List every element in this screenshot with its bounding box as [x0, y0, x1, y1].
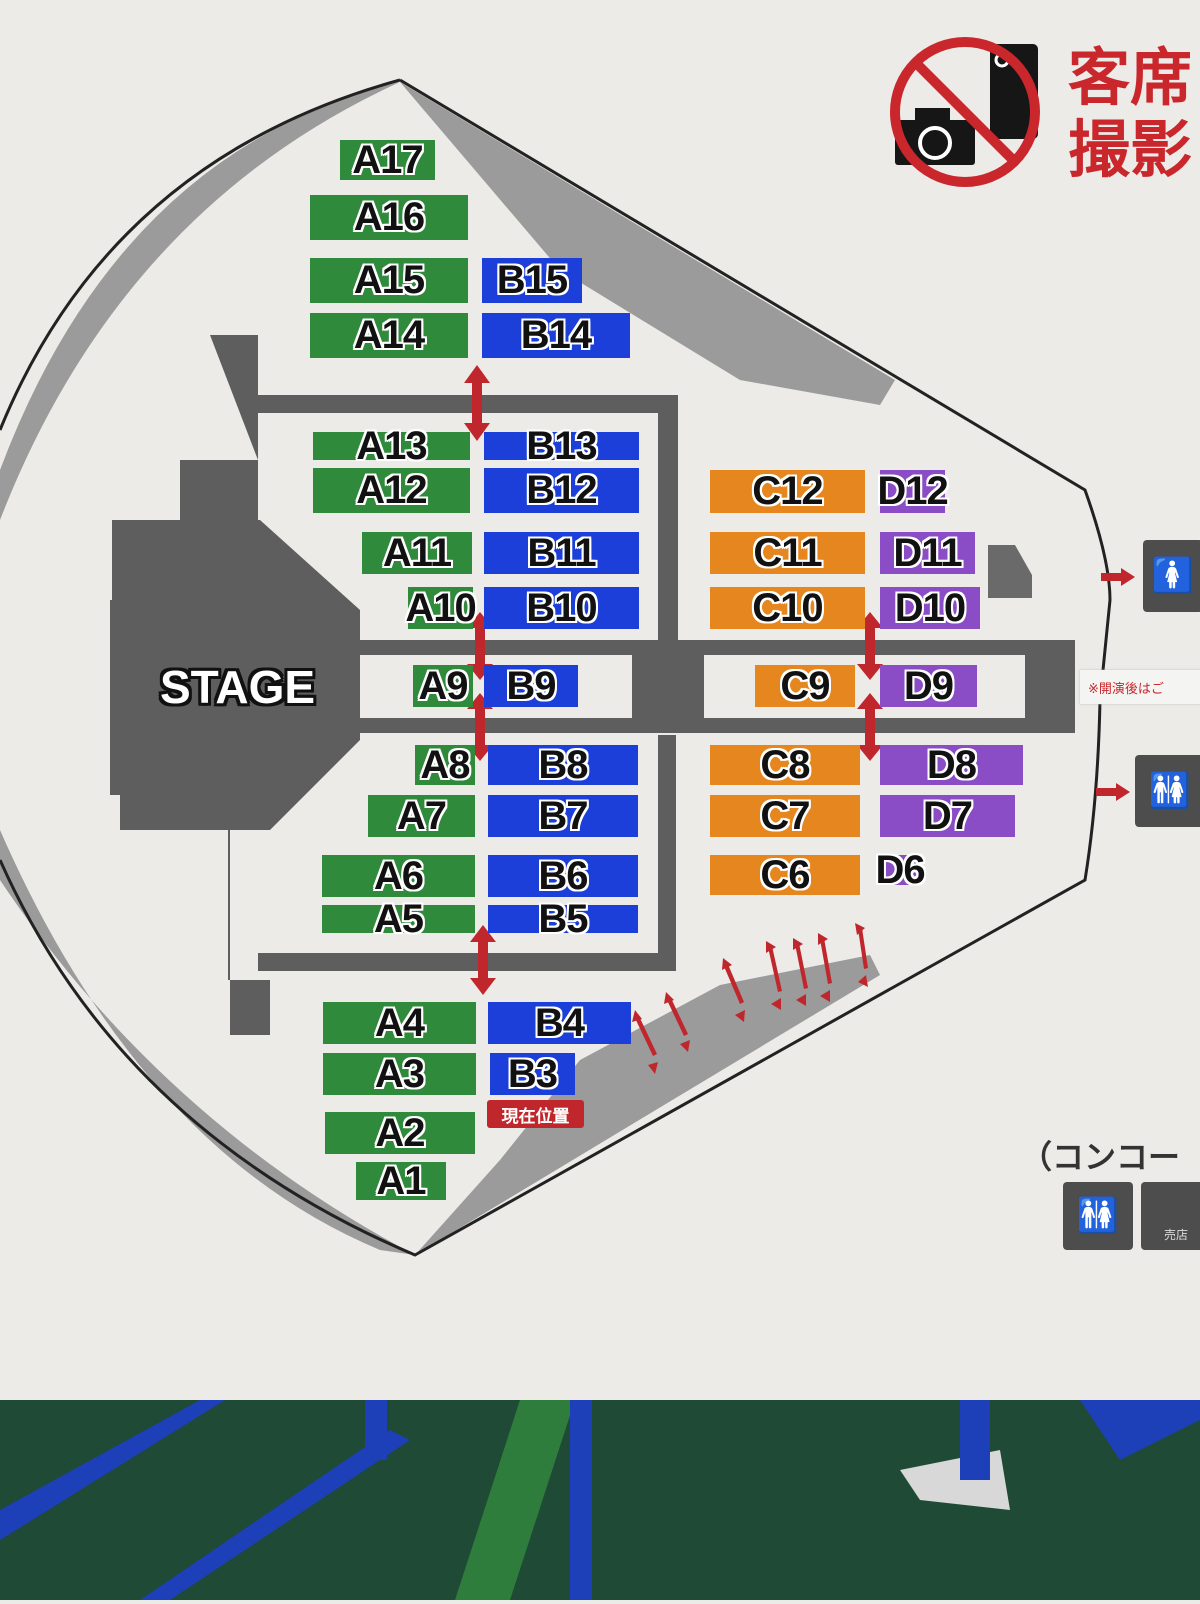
seat-section: C8	[710, 743, 860, 787]
current-position-badge: 現在位置	[487, 1100, 584, 1128]
seat-section: B11	[484, 531, 639, 575]
seat-section: B12	[484, 468, 639, 513]
seat-section: A9	[413, 664, 473, 708]
seat-section: A6	[322, 854, 475, 898]
seat-section: C7	[710, 794, 860, 838]
seat-section: C6	[710, 853, 860, 897]
seat-section: D9	[880, 664, 977, 708]
seat-section: A4	[323, 1001, 476, 1045]
shop-label: 売店	[1163, 1228, 1188, 1242]
no-photo-notice: 客席 撮影	[1068, 42, 1192, 186]
seat-section: B9	[484, 664, 578, 708]
seat-section: B7	[488, 794, 638, 838]
notice-line-1: 客席	[1068, 41, 1193, 114]
seat-section: C12	[710, 469, 865, 513]
seat-section: A7	[368, 794, 475, 838]
seat-section: B4	[488, 1001, 631, 1045]
seat-section: C9	[755, 664, 855, 708]
seat-section: B6	[488, 854, 638, 898]
seat-section: A2	[325, 1111, 475, 1155]
seat-section: A8	[415, 743, 475, 787]
seat-section: C11	[710, 531, 865, 575]
womens-restroom-icon: 🚺	[1143, 540, 1200, 612]
sign-stand	[0, 1400, 1200, 1600]
no-photography-icon	[890, 37, 1040, 187]
seat-section: D11	[880, 531, 975, 575]
stage-label: STAGE	[160, 661, 316, 713]
seat-section: A3	[323, 1052, 476, 1096]
walkways	[110, 335, 1075, 1035]
seat-section: A13	[313, 424, 470, 468]
seat-section: A12	[313, 468, 470, 513]
seat-section: B5	[488, 897, 638, 941]
concourse-label: （コンコー	[1020, 1138, 1181, 1176]
restroom-note: ※開演後はご	[1080, 670, 1200, 704]
notice-line-2: 撮影	[1068, 113, 1193, 186]
seat-section: D6	[875, 847, 925, 892]
restroom-icon: 🚻	[1063, 1182, 1133, 1250]
seat-section: D8	[880, 743, 1023, 787]
seat-section: D12	[877, 469, 949, 513]
seat-section: A17	[340, 138, 435, 182]
aisle-arrows	[464, 365, 1135, 1074]
seat-section: B10	[484, 586, 639, 630]
seat-section: B15	[482, 258, 582, 303]
floor-background	[0, 1400, 1200, 1600]
seat-section: A15	[310, 258, 468, 303]
seat-section: D10	[880, 586, 980, 630]
shop-icon: 売店	[1141, 1182, 1200, 1250]
seat-section: B13	[484, 424, 639, 468]
seat-section: A14	[310, 313, 468, 358]
seat-section: B3	[490, 1052, 575, 1096]
seat-section: D7	[880, 794, 1015, 838]
seat-section: A1	[356, 1159, 446, 1203]
seat-section: A10	[405, 585, 476, 630]
seat-section: A11	[362, 531, 472, 575]
restroom-icon: 🚻	[1135, 755, 1200, 827]
seat-section: A5	[322, 897, 475, 941]
seat-section: B14	[482, 313, 630, 358]
seat-section: B8	[488, 743, 638, 787]
seat-section: A16	[310, 195, 468, 240]
seat-section: C10	[710, 586, 865, 630]
venue-outline	[0, 37, 1135, 1257]
